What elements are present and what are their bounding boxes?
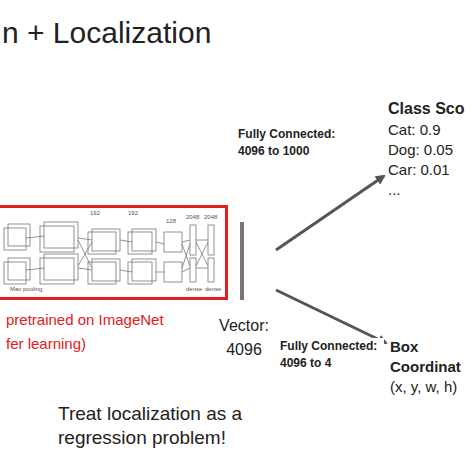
score-item: Cat: 0.9 — [388, 120, 474, 140]
class-scores: Class ScoCat: 0.9Dog: 0.05Car: 0.01... — [388, 98, 474, 200]
layer-size-label: dense — [205, 286, 221, 293]
fc-arrow — [276, 176, 384, 250]
coords-heading: Box Coordinat — [390, 337, 474, 377]
layer-size-label: Max pooling — [10, 286, 42, 293]
box-coordinates: Box Coordinat(x, y, w, h) — [390, 337, 474, 397]
layer-size-label: 192 — [128, 210, 138, 217]
scores-heading: Class Sco — [388, 98, 474, 120]
fc-arrow — [276, 290, 386, 343]
edge-label: Fully Connected: 4096 to 1000 — [238, 126, 342, 160]
cnn-caption: pretrained on ImageNet fer learning) — [6, 308, 184, 356]
vector-bar — [240, 222, 244, 300]
edge-label: Fully Connected: 4096 to 4 — [280, 338, 384, 372]
layer-size-label: dense — [186, 286, 202, 293]
coords-item: (x, y, w, h) — [390, 377, 474, 397]
layer-size-label: 128 — [166, 218, 176, 225]
score-item: Dog: 0.05 — [388, 140, 474, 160]
layer-size-label: 2048 — [186, 214, 199, 221]
feature-vector: Vector: 4096 — [212, 222, 276, 362]
layer-size-label: 2048 — [204, 214, 217, 221]
slide-caption: Treat localization as a regression probl… — [58, 402, 290, 450]
score-item: ... — [388, 180, 474, 200]
vector-label: Vector: 4096 — [212, 314, 276, 362]
score-item: Car: 0.01 — [388, 160, 474, 180]
layer-size-label: 192 — [90, 210, 100, 217]
cnn-box: pretrained on ImageNet fer learning) — [0, 205, 228, 300]
slide-title: n + Localization — [2, 16, 211, 50]
